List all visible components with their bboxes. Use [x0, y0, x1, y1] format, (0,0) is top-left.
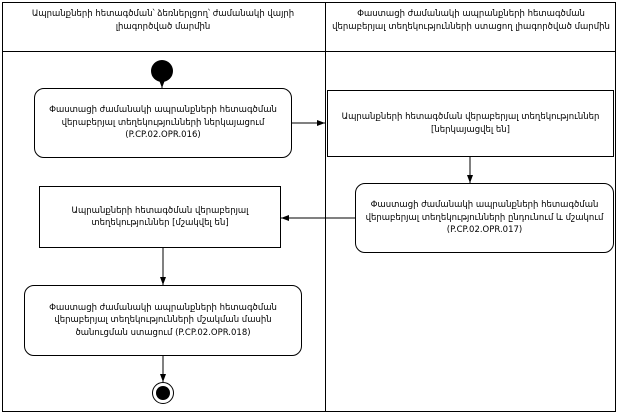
object-node-1[interactable]: Ապրանքների հետագծման վերաբերյալ տեղեկութ…: [327, 90, 614, 157]
lane-divider: [325, 2, 326, 412]
lane-title-right: Փաստացի ժամանակի ապրանքների հետագծման վե…: [332, 9, 610, 32]
activity-node-3[interactable]: Փաստացի ժամանակի ապրանքների հետագծման վե…: [24, 285, 302, 356]
start-node: [151, 60, 173, 82]
lane-title-left: Ապրանքների հետագծման՝ ձեռներլցող՝ ժամանա…: [31, 9, 295, 32]
activity-node-2[interactable]: Փաստացի ժամանակի ապրանքների հետագծման վե…: [355, 183, 614, 253]
end-node-core: [156, 386, 170, 400]
lane-header-divider: [2, 51, 616, 52]
diagram-frame: [2, 2, 616, 412]
object-node-2[interactable]: Ապրանքների հետագծման վերաբերյալ տեղեկութ…: [39, 186, 281, 248]
activity-node-1[interactable]: Փաստացի ժամանակի ապրանքների հետագծման վե…: [34, 88, 292, 158]
